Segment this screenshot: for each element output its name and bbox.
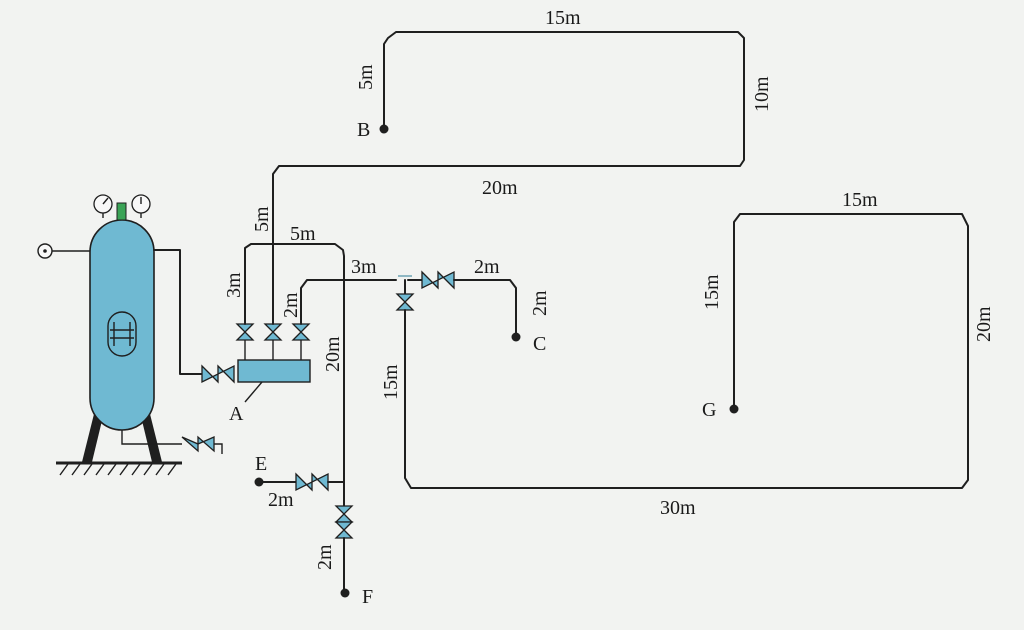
manhole-latch <box>110 322 134 346</box>
point-f <box>340 588 350 598</box>
point-b <box>379 124 389 134</box>
label-riser-5m: 5m <box>251 206 273 232</box>
point-label-e: E <box>255 453 267 475</box>
point-c <box>511 332 521 342</box>
label-f-2m: 2m <box>314 544 336 570</box>
point-g <box>729 404 739 414</box>
pipe-branch-3m <box>300 279 397 325</box>
tank-outlet-pipe <box>153 249 203 375</box>
label-b-right-10m: 10m <box>751 76 773 112</box>
label-g-left-15m: 15m <box>701 274 723 310</box>
point-label-a: A <box>229 403 244 425</box>
point-label-b: B <box>357 119 370 141</box>
drain-valve-icon <box>181 435 215 453</box>
pipe-header-vertical-20m <box>244 243 345 475</box>
label-main-20m: 20m <box>482 177 518 199</box>
drain-pipe <box>121 430 182 445</box>
label-bottom-30m: 30m <box>660 497 696 519</box>
label-g-top-15m: 15m <box>842 189 878 211</box>
manifold-valves <box>235 323 311 360</box>
label-c-run-2m: 2m <box>474 256 500 278</box>
label-drop-3m: 3m <box>223 272 245 298</box>
point-label-g: G <box>702 399 716 421</box>
pipe-to-c <box>453 279 517 337</box>
down-valve-icon <box>395 293 415 311</box>
label-b-left-5m: 5m <box>355 64 377 90</box>
valve-3-icon <box>291 323 311 341</box>
safety-valve-icon <box>116 202 127 221</box>
e-valve-icon <box>295 472 329 492</box>
label-c-drop-2m: 2m <box>529 290 551 316</box>
c-branch-valve-icon <box>421 270 455 290</box>
main-valve-icon <box>201 364 235 384</box>
label-drop-2m: 2m <box>280 292 302 318</box>
point-label-c: C <box>533 333 546 355</box>
point-e <box>254 477 264 487</box>
label-header-5m: 5m <box>290 223 316 245</box>
f-valve-lower-icon <box>334 521 354 539</box>
manhole-icon <box>107 311 137 357</box>
label-e-2m: 2m <box>268 489 294 511</box>
label-vertical-20m: 20m <box>322 336 344 372</box>
label-b-top-15m: 15m <box>545 7 581 29</box>
label-branch-3m: 3m <box>351 256 377 278</box>
f-valve-upper-icon <box>334 505 354 523</box>
leader-a <box>244 381 263 403</box>
point-label-f: F <box>362 586 373 608</box>
label-vertical-15m: 15m <box>380 364 402 400</box>
air-receiver-tank <box>37 194 223 476</box>
label-g-right-20m: 20m <box>973 306 995 342</box>
valve-2-icon <box>263 323 283 341</box>
ground-hatch <box>59 463 177 476</box>
pipe-to-g <box>404 213 969 489</box>
valve-1-icon <box>235 323 255 341</box>
manifold-a <box>237 359 311 383</box>
pipe-to-b <box>272 31 745 325</box>
